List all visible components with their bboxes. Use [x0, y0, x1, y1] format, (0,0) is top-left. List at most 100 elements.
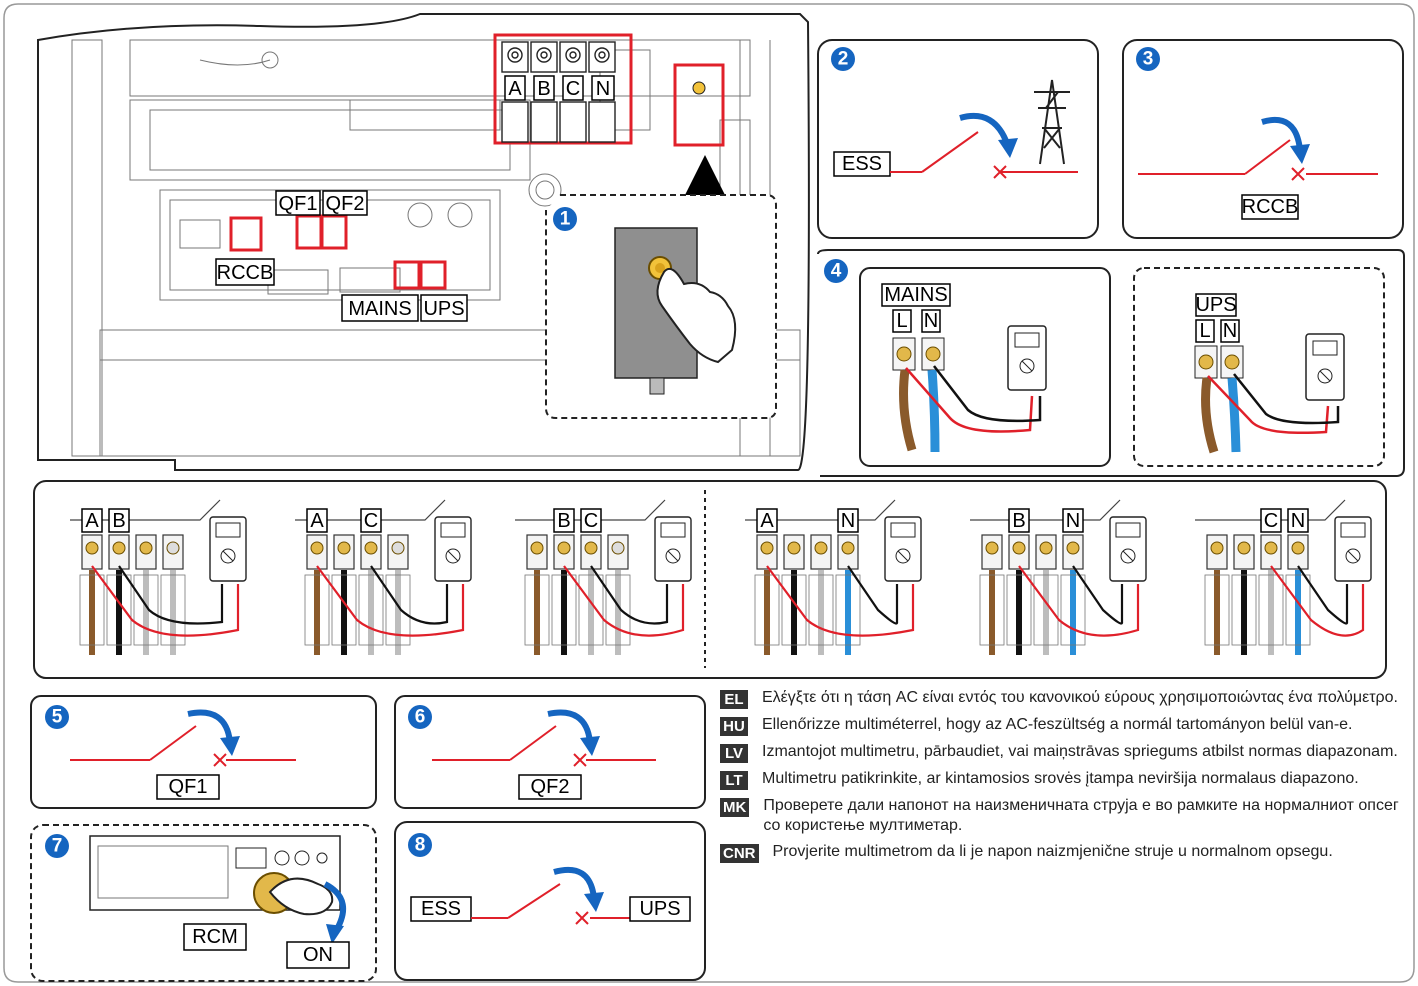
step7-on-label: ON	[303, 944, 333, 966]
step-1-number: 1	[560, 209, 571, 230]
multimeter-display	[1341, 523, 1365, 537]
label-N: N	[841, 510, 855, 532]
label-N: N	[596, 78, 610, 100]
instruction-el: EL Ελέγξτε ότι η τάση AC είναι εντός του…	[720, 688, 1412, 709]
step5-panel: 5 QF1	[31, 696, 376, 808]
terminal-screw	[815, 542, 827, 554]
terminal-screw	[338, 542, 350, 554]
instruction-text: Проверете дали напонот на наизменичната …	[763, 796, 1412, 836]
terminal-screw	[365, 542, 377, 554]
instruction-text: Provjerite multimetrom da li je napon na…	[773, 842, 1333, 862]
step-5-number: 5	[52, 707, 63, 728]
qf1-highlight	[297, 216, 321, 248]
step-7-number: 7	[52, 836, 63, 857]
lang-code: CNR	[720, 844, 759, 863]
label-C: C	[584, 510, 598, 532]
terminal-screw	[1040, 542, 1052, 554]
label-box-QF1: QF1	[276, 191, 320, 215]
label-QF2: QF2	[326, 193, 365, 215]
red-button-box	[675, 65, 723, 145]
step2-panel: 2 ESS	[818, 40, 1098, 238]
multimeter-display	[661, 523, 685, 537]
step8-ups-label: UPS	[639, 898, 680, 920]
label-B: B	[537, 78, 550, 100]
instruction-text: Ελέγξτε ότι η τάση AC είναι εντός του κα…	[762, 688, 1398, 708]
label-UPS-main: UPS	[423, 298, 464, 320]
label-QF1: QF1	[279, 193, 318, 215]
label-box-N: N	[592, 76, 614, 100]
step1-inset: 1	[546, 195, 776, 418]
terminal-screw	[167, 542, 179, 554]
multimeter-display	[441, 523, 465, 537]
instruction-mk: MK Проверете дали напонот на наизменична…	[720, 796, 1412, 836]
lang-code: HU	[720, 717, 748, 736]
step-8-number: 8	[415, 835, 426, 856]
multimeter-display	[216, 523, 240, 537]
label-RCCB: RCCB	[217, 262, 274, 284]
lang-code: EL	[720, 690, 748, 709]
terminal-screw	[986, 542, 998, 554]
step4-ups-label: UPS	[1195, 294, 1236, 316]
mains-highlight	[395, 262, 419, 288]
terminal-screw	[113, 542, 125, 554]
label-N: N	[1291, 510, 1305, 532]
label-A: A	[760, 510, 774, 532]
step-6-number: 6	[415, 707, 426, 728]
terminal-screw	[1211, 542, 1223, 554]
label-box-QF2: QF2	[323, 191, 367, 215]
label-N: N	[1066, 510, 1080, 532]
label-C: C	[1264, 510, 1278, 532]
step-2-number: 2	[838, 49, 849, 70]
instruction-lt: LT Multimetru patikrinkite, ar kintamosi…	[720, 769, 1412, 790]
terminal-screw	[86, 542, 98, 554]
step2-ess-label: ESS	[842, 153, 882, 175]
label-B: B	[557, 510, 570, 532]
step4-mains-N: N	[924, 310, 938, 332]
qf2-highlight	[322, 216, 346, 248]
terminal-screw	[761, 542, 773, 554]
step7-rcm-label: RCM	[192, 926, 238, 948]
label-box-RCCB: RCCB	[216, 259, 274, 285]
label-box-MAINS: MAINS	[342, 295, 418, 321]
label-B: B	[1012, 510, 1025, 532]
label-box-B: B	[534, 76, 554, 100]
terminal-screw	[612, 542, 624, 554]
label-box-C: C	[563, 76, 583, 100]
label-A: A	[310, 510, 324, 532]
step6-qf2-label: QF2	[531, 776, 570, 798]
step4-ups-L: L	[1199, 320, 1210, 342]
label-box-A: A	[505, 76, 525, 100]
terminal-screw	[531, 542, 543, 554]
step3-panel: 3 RCCB	[1123, 40, 1403, 238]
label-A: A	[85, 510, 99, 532]
terminal-screw	[842, 542, 854, 554]
instruction-cnr: CNR Provjerite multimetrom da li je napo…	[720, 842, 1412, 863]
instructions-list: EL Ελέγξτε ότι η τάση AC είναι εντός του…	[720, 688, 1412, 869]
lang-code: LV	[720, 744, 748, 763]
label-B: B	[112, 510, 125, 532]
terminal-screw	[1013, 542, 1025, 554]
step-3-number: 3	[1143, 49, 1154, 70]
multimeter-display	[891, 523, 915, 537]
terminal-screw	[140, 542, 152, 554]
step4-ups-box: UPS L N	[1134, 268, 1384, 466]
instruction-text: Izmantojot multimetru, pārbaudiet, vai m…	[762, 742, 1398, 762]
terminal-screw	[558, 542, 570, 554]
rccb-highlight	[231, 218, 261, 250]
step7-panel: 7 RCM ON	[31, 825, 376, 981]
step4-mains-L: L	[896, 310, 907, 332]
ups-highlight	[421, 262, 445, 288]
step5-qf1-label: QF1	[169, 776, 208, 798]
label-A: A	[508, 78, 522, 100]
instruction-text: Ellenőrizze multiméterrel, hogy az AC-fe…	[762, 715, 1353, 735]
step4-mains-box: MAINS L N	[860, 268, 1110, 466]
terminal-screw	[585, 542, 597, 554]
step8-panel: 8 ESS UPS	[395, 822, 705, 980]
step3-rccb-label: RCCB	[1242, 196, 1299, 218]
step6-panel: 6 QF2	[395, 696, 705, 808]
multimeter-display	[1116, 523, 1140, 537]
terminal-screw	[1292, 542, 1304, 554]
terminal-screw	[392, 542, 404, 554]
step8-ess-label: ESS	[421, 898, 461, 920]
step4-ups-N: N	[1223, 320, 1237, 342]
